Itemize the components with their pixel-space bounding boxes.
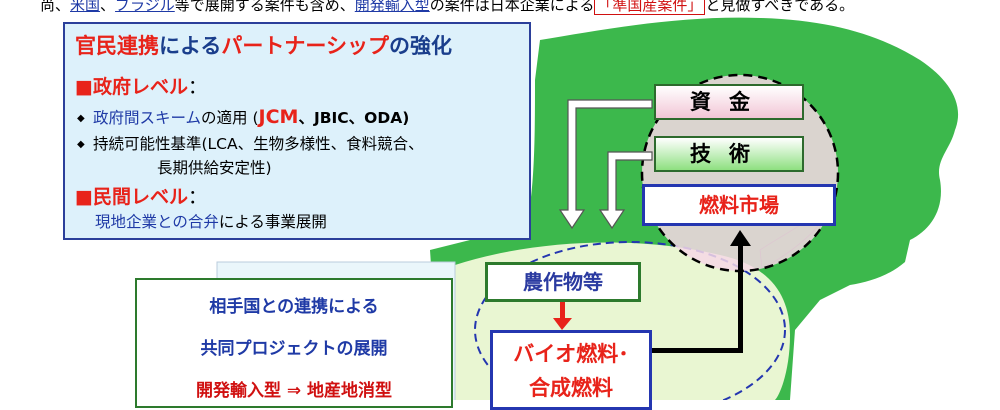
private-level-heading: ■民間レベル： xyxy=(75,182,207,209)
white-arrows xyxy=(558,99,653,230)
black-arrow xyxy=(652,230,751,353)
jbic-oda-text: 、JBIC、ODA) xyxy=(298,109,410,127)
title-partnership: パートナーシップ xyxy=(221,34,389,58)
title-by: による xyxy=(159,34,222,58)
diamond-bullet-icon: ◆ xyxy=(77,139,85,150)
private-level-line: 現地企業との合弁による事業展開 xyxy=(95,210,327,232)
gov-level-heading: ■政府レベル： xyxy=(75,72,207,99)
priv-colon: ： xyxy=(187,186,207,208)
top-text-p5: と見做すべきである。 xyxy=(705,0,855,14)
tech-box: 技術 xyxy=(654,136,804,172)
gov-apply-text: の適用 ( xyxy=(201,109,259,127)
partnership-title: 官民連携によるパートナーシップの強化 xyxy=(75,30,452,60)
fund-box: 資金 xyxy=(654,84,804,120)
priv-heading-text: ■民間レベル xyxy=(75,186,188,208)
gov-colon: ： xyxy=(187,76,207,98)
joint-line-2: 共同プロジェクトの展開 xyxy=(200,339,388,359)
partnership-panel: 官民連携によるパートナーシップの強化 ■政府レベル： ◆政府間スキームの適用 (… xyxy=(63,22,531,240)
biofuel-box: バイオ燃料･ 合成燃料 xyxy=(490,330,652,410)
top-sentence: 尚、米国、ブラジル等で展開する案件も含め、開発輸入型の案件は日本企業による「準国… xyxy=(0,0,1000,15)
gov-heading-text: ■政府レベル xyxy=(75,76,188,98)
us-link: 米国 xyxy=(70,0,101,14)
crops-box: 農作物等 xyxy=(485,262,641,302)
gov-bullet-2-cont: 長期供給安定性) xyxy=(157,159,272,177)
dev-import-link: 開発輸入型 xyxy=(354,0,430,14)
gov-scheme-text: 政府間スキーム xyxy=(93,109,202,127)
brazil-link: ブラジル xyxy=(115,0,175,14)
diamond-bullet-icon: ◆ xyxy=(77,113,85,124)
fuel-market-box: 燃料市場 xyxy=(642,184,836,226)
joint-venture-text: 現地企業との合弁 xyxy=(95,213,219,231)
partner-region-dashed-circle xyxy=(474,241,786,400)
quasi-domestic-label: 「準国産案件」 xyxy=(594,0,706,15)
biofuel-line-2: 合成燃料 xyxy=(529,376,613,400)
red-arrow xyxy=(553,302,572,330)
top-text-p1: 尚、 xyxy=(40,0,71,14)
biofuel-line-1: バイオ燃料･ xyxy=(513,342,629,366)
joint-line-3: 開発輸入型 ⇒ 地産地消型 xyxy=(195,381,393,401)
gov-bullet-2: ◆ 持続可能性基準(LCA、生物多様性、食料競合、 xyxy=(77,132,424,154)
title-public-private: 官民連携 xyxy=(75,34,159,58)
top-text-p2: 、 xyxy=(100,0,116,14)
gov-bullet-1: ◆ 政府間スキームの適用 (JCM、JBIC、ODA) xyxy=(77,106,409,128)
top-text-p4: の案件は日本企業による xyxy=(429,0,595,14)
title-strengthen: の強化 xyxy=(388,34,452,58)
business-dev-text: による事業展開 xyxy=(218,213,327,231)
joint-line-1: 相手国との連携による xyxy=(209,297,379,317)
jcm-label: JCM xyxy=(258,106,299,128)
top-text-p3: 等で展開する案件も含め、 xyxy=(174,0,355,14)
joint-project-box: 相手国との連携による 共同プロジェクトの展開 開発輸入型 ⇒ 地産地消型 xyxy=(135,278,453,408)
sustainability-text: 持続可能性基準(LCA、生物多様性、食料競合、 xyxy=(93,135,424,153)
